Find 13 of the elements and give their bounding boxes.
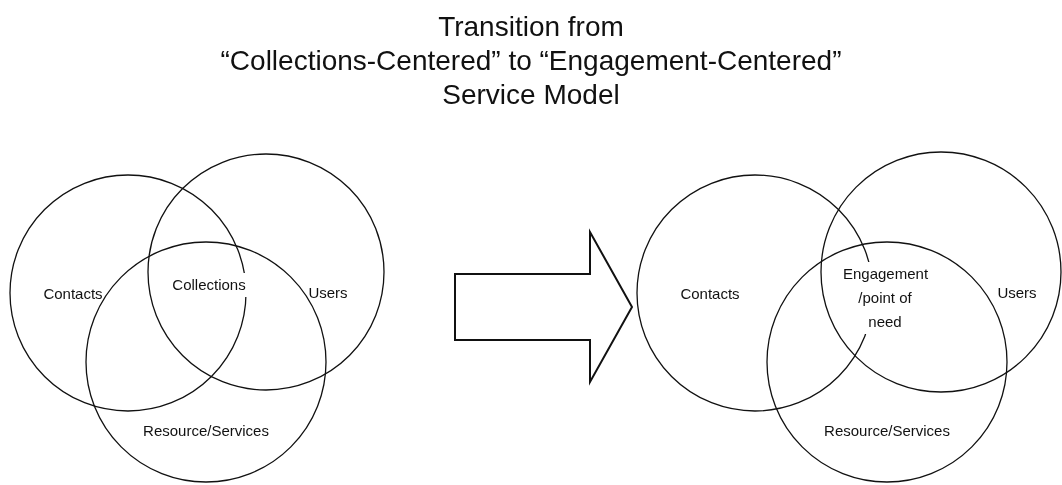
- circle-label: Resource/Services: [143, 421, 269, 439]
- circle-label: Contacts: [680, 284, 740, 302]
- circle-label: Contacts: [43, 284, 103, 302]
- overlap-label: Collections: [170, 273, 248, 297]
- circle-label: Users: [997, 283, 1037, 301]
- venn-circle: [147, 153, 385, 391]
- circle-label: Resource/Services: [824, 421, 950, 439]
- venn-circle: [820, 151, 1062, 393]
- circle-label: Users: [308, 283, 348, 301]
- block-arrow: [454, 228, 634, 386]
- title: Transition from “Collections-Centered” to “Engagement-Centered” Service Model: [219, 10, 843, 112]
- overlap-label: Engagement /point of need: [841, 262, 929, 334]
- venn-circle: [9, 174, 247, 412]
